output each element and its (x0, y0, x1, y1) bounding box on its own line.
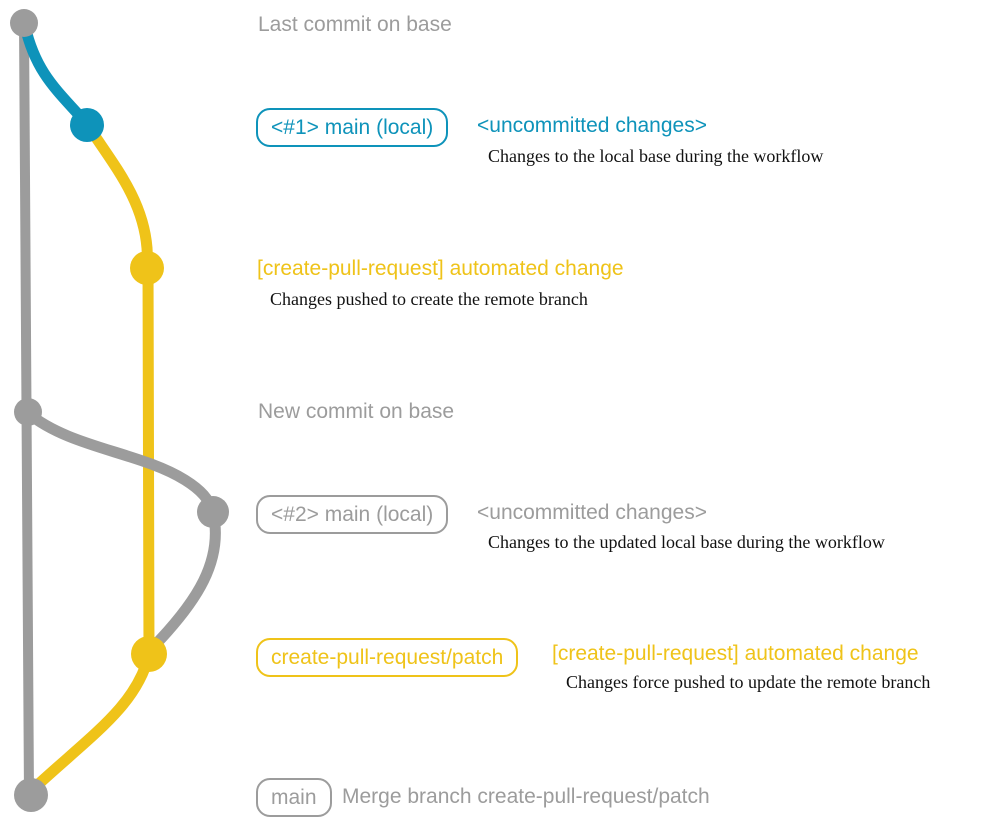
branch-badge-main: main (256, 778, 332, 817)
heading-last-commit-on-base: Last commit on base (258, 13, 452, 36)
commit-note-uncommitted-2: Changes to the updated local base during… (488, 532, 885, 552)
commit-node-automated-2 (131, 636, 167, 672)
commit-note-automated-2: Changes force pushed to update the remot… (566, 672, 931, 692)
edge-base-to-local1 (19, 20, 93, 130)
commit-node-local-1 (70, 108, 104, 142)
branch-badge-create-pull-request-patch: create-pull-request/patch (256, 638, 519, 677)
commit-title-automated-1: [create-pull-request] automated change (257, 257, 624, 280)
commit-note-uncommitted-1: Changes to the local base during the wor… (488, 146, 824, 166)
commit-node-local-2 (197, 496, 229, 528)
edge-base-to-local2 (22, 407, 219, 518)
commit-node-merge (14, 778, 48, 812)
commit-node-last-base (10, 9, 38, 37)
commit-title-uncommitted-2: <uncommitted changes> (477, 501, 707, 524)
edge-local1-to-patch1 (81, 118, 154, 274)
commit-node-new-base (14, 398, 42, 426)
commit-title-merge: Merge branch create-pull-request/patch (342, 785, 710, 808)
edge-patch2-to-merge (25, 649, 155, 797)
commit-title-uncommitted-1: <uncommitted changes> (477, 114, 707, 137)
branch-badge-main-local-1: <#1> main (local) (256, 108, 449, 147)
commit-node-automated-1 (130, 251, 164, 285)
branch-badge-main-local-2: <#2> main (local) (256, 495, 449, 534)
edge-local2-to-patch2 (150, 506, 221, 650)
commit-note-automated-1: Changes pushed to create the remote bran… (270, 289, 588, 309)
commit-title-automated-2: [create-pull-request] automated change (552, 642, 919, 665)
heading-new-commit-on-base: New commit on base (258, 400, 455, 423)
